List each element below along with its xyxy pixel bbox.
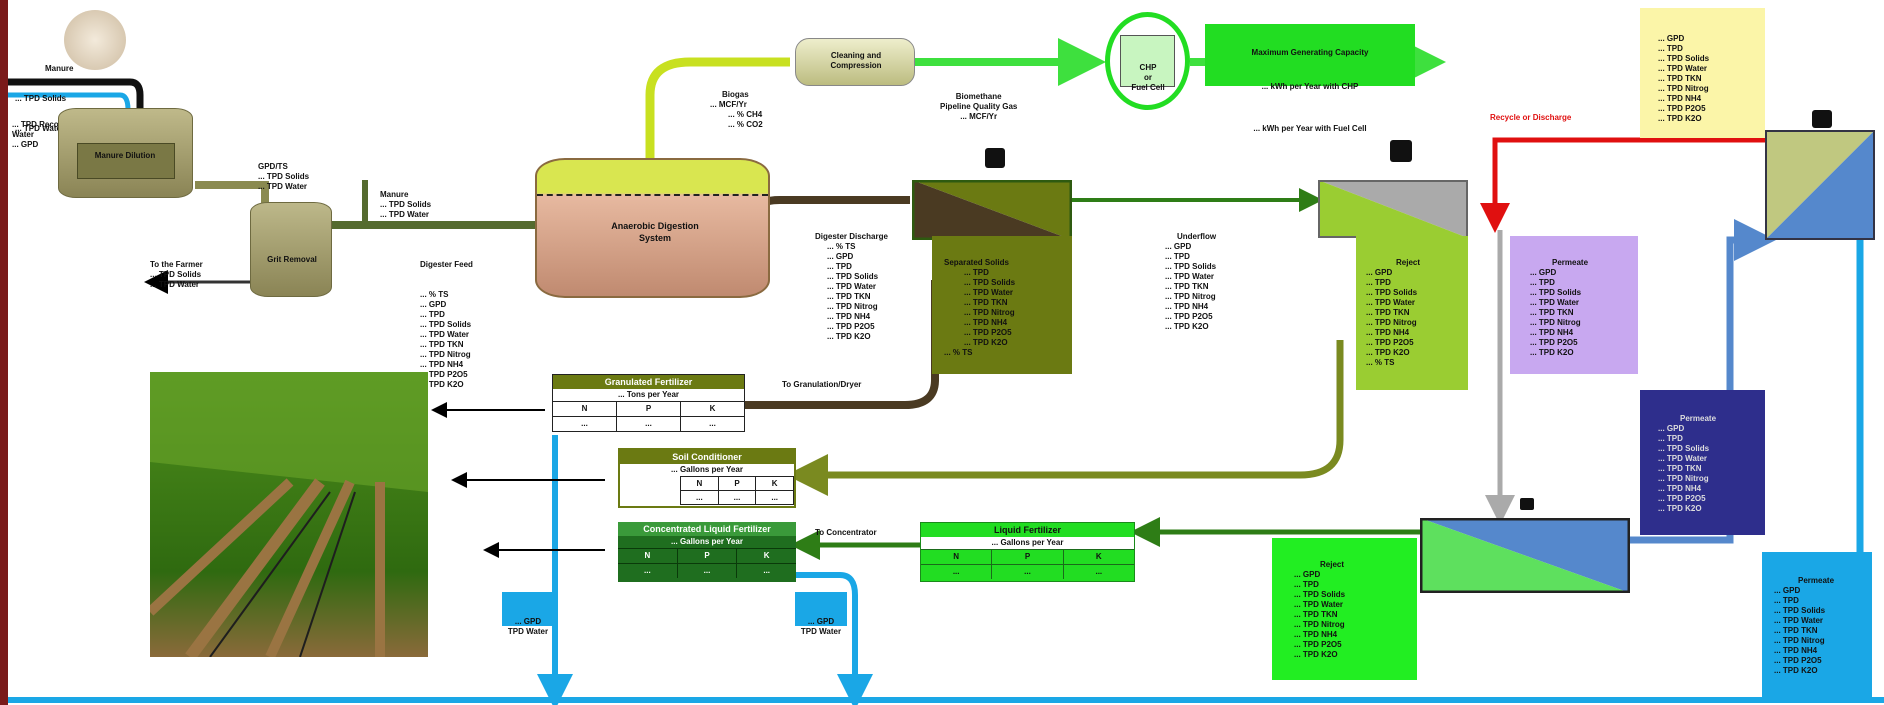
- concentrated-title: Concentrated Liquid Fertilizer: [618, 522, 796, 536]
- recycle-discharge-label: Recycle or Discharge: [1490, 113, 1572, 122]
- permeate-2-box: Permeate... GPD... TPD... TPD Solids... …: [1640, 390, 1765, 535]
- digester-discharge-label: Digester Discharge... % TS... GPD... TPD…: [815, 232, 888, 341]
- to-farmer-label: To the Farmer... TPD Solids... TPD Water: [150, 260, 203, 289]
- manure-dilution-tank: Manure Dilution: [58, 108, 193, 198]
- concentrated-sub: ... Gallons per Year: [671, 537, 743, 546]
- reject-1-values: Reject... GPD... TPD... TPD Solids... TP…: [1366, 258, 1421, 367]
- liquid-n-val: ...: [921, 565, 993, 579]
- dilution-flow-label: GPD/TS... TPD Solids... TPD Water: [258, 162, 310, 191]
- soil-n-head: N: [681, 477, 719, 490]
- liquid-n-head: N: [921, 550, 993, 564]
- reject-2-box: Reject... GPD... TPD... TPD Solids... TP…: [1272, 538, 1417, 680]
- permeate-1-values: Permeate... GPD... TPD... TPD Solids... …: [1530, 258, 1589, 357]
- crop-rows: [150, 372, 428, 657]
- granulated-n-head: N: [553, 402, 617, 416]
- reject-1-box: Reject... GPD... TPD... TPD Solids... TP…: [1356, 236, 1468, 390]
- granulated-p-val: ...: [617, 417, 681, 431]
- motor-icon-4: [1520, 498, 1534, 510]
- farm-icon: [64, 10, 126, 70]
- liquid-p-head: P: [992, 550, 1064, 564]
- granulated-n-val: ...: [553, 417, 617, 431]
- permeate-1-box: Permeate... GPD... TPD... TPD Solids... …: [1510, 236, 1638, 374]
- biogas-label: Biogas... MCF/Yr... % CH4... % CO2: [710, 90, 763, 129]
- digester-label: Anaerobic Digestion System: [611, 221, 699, 243]
- concentrated-liquid-fertilizer-table: Concentrated Liquid Fertilizer ... Gallo…: [618, 522, 796, 582]
- grit-removal-tank: Grit Removal: [250, 202, 332, 297]
- underflow-label: Underflow... GPD... TPD... TPD Solids...…: [1165, 232, 1217, 331]
- soil-p-val: ...: [719, 491, 757, 504]
- anaerobic-digester: Anaerobic Digestion System: [535, 158, 770, 298]
- separated-solids-values: Separated Solids... TPD... TPD Solids...…: [944, 258, 1016, 357]
- granulated-k-val: ...: [709, 419, 716, 428]
- liquid-k-val: ...: [1095, 567, 1103, 576]
- cleaning-compression-unit: Cleaning and Compression: [795, 38, 915, 86]
- concentrated-n-head: N: [618, 549, 678, 563]
- to-granulation-label: To Granulation/Dryer: [782, 380, 862, 389]
- max-generating-capacity-box: Maximum Generating Capacity ... kWh per …: [1205, 24, 1415, 133]
- soil-p-head: P: [719, 477, 757, 490]
- permeate-3-box: Permeate... GPD... TPD... TPD Solids... …: [1762, 552, 1872, 702]
- liquid-fertilizer-table: Liquid Fertilizer ... Gallons per Year N…: [920, 522, 1135, 582]
- manure-label: Manure ... TPD Solids ... TPD Water: [15, 64, 74, 133]
- concentrated-p-val: ...: [678, 564, 738, 578]
- liquid-p-val: ...: [992, 565, 1064, 579]
- grit-side-label: Manure... TPD Solids... TPD Water: [380, 190, 432, 219]
- granulated-title: Granulated Fertilizer: [553, 375, 744, 389]
- concentrated-p-head: P: [678, 549, 738, 563]
- dilution-label: Manure Dilution: [94, 151, 156, 160]
- crop-field-image: [150, 372, 428, 657]
- motor-icon-2: [1390, 140, 1412, 162]
- soil-conditioner-table: Soil Conditioner ... Gallons per Year N …: [618, 448, 796, 508]
- grit-label: Grit Removal: [267, 255, 317, 264]
- soil-n-val: ...: [681, 491, 719, 504]
- granulated-sub: ... Tons per Year: [553, 389, 744, 402]
- granulated-k-head: K: [709, 404, 716, 413]
- motor-icon-1: [985, 148, 1005, 168]
- soil-k-val: ...: [771, 493, 779, 502]
- motor-icon-3: [1812, 110, 1832, 128]
- soil-title: Soil Conditioner: [620, 450, 794, 464]
- screw-separator-3: [1765, 130, 1875, 240]
- screw-separator-1: [911, 179, 1073, 241]
- top-right-values: ... GPD... TPD... TPD Solids... TPD Wate…: [1658, 34, 1710, 123]
- reject-2-values: Reject... GPD... TPD... TPD Solids... TP…: [1294, 560, 1346, 659]
- cleaning-label: Cleaning and Compression: [830, 51, 882, 70]
- screw-separator-4: [1419, 517, 1631, 594]
- soil-sub: ... Gallons per Year: [671, 465, 743, 474]
- concentrated-n-val: ...: [618, 564, 678, 578]
- permeate-3-values: Permeate... GPD... TPD... TPD Solids... …: [1774, 576, 1835, 675]
- liquid-sub: ... Gallons per Year: [921, 537, 1134, 549]
- soil-k-head: K: [771, 479, 778, 488]
- liquid-k-head: K: [1095, 552, 1102, 561]
- granulated-p-head: P: [617, 402, 681, 416]
- top-right-summary-box: ... GPD... TPD... TPD Solids... TPD Wate…: [1640, 8, 1765, 138]
- liquid-title: Liquid Fertilizer: [993, 525, 1061, 535]
- max-gen-label: Maximum Generating Capacity ... kWh per …: [1251, 48, 1369, 133]
- permeate-2-values: Permeate... GPD... TPD... TPD Solids... …: [1658, 414, 1717, 513]
- left-border: [0, 0, 8, 705]
- screw-separator-2: [1318, 180, 1468, 238]
- granulated-fertilizer-table: Granulated Fertilizer ... Tons per Year …: [552, 374, 745, 432]
- concentrated-k-val: ...: [763, 566, 771, 575]
- concentrated-k-head: K: [763, 551, 770, 560]
- to-concentrator-label: To Concentrator: [815, 528, 877, 537]
- separated-solids-box: Separated Solids... TPD... TPD Solids...…: [932, 236, 1072, 374]
